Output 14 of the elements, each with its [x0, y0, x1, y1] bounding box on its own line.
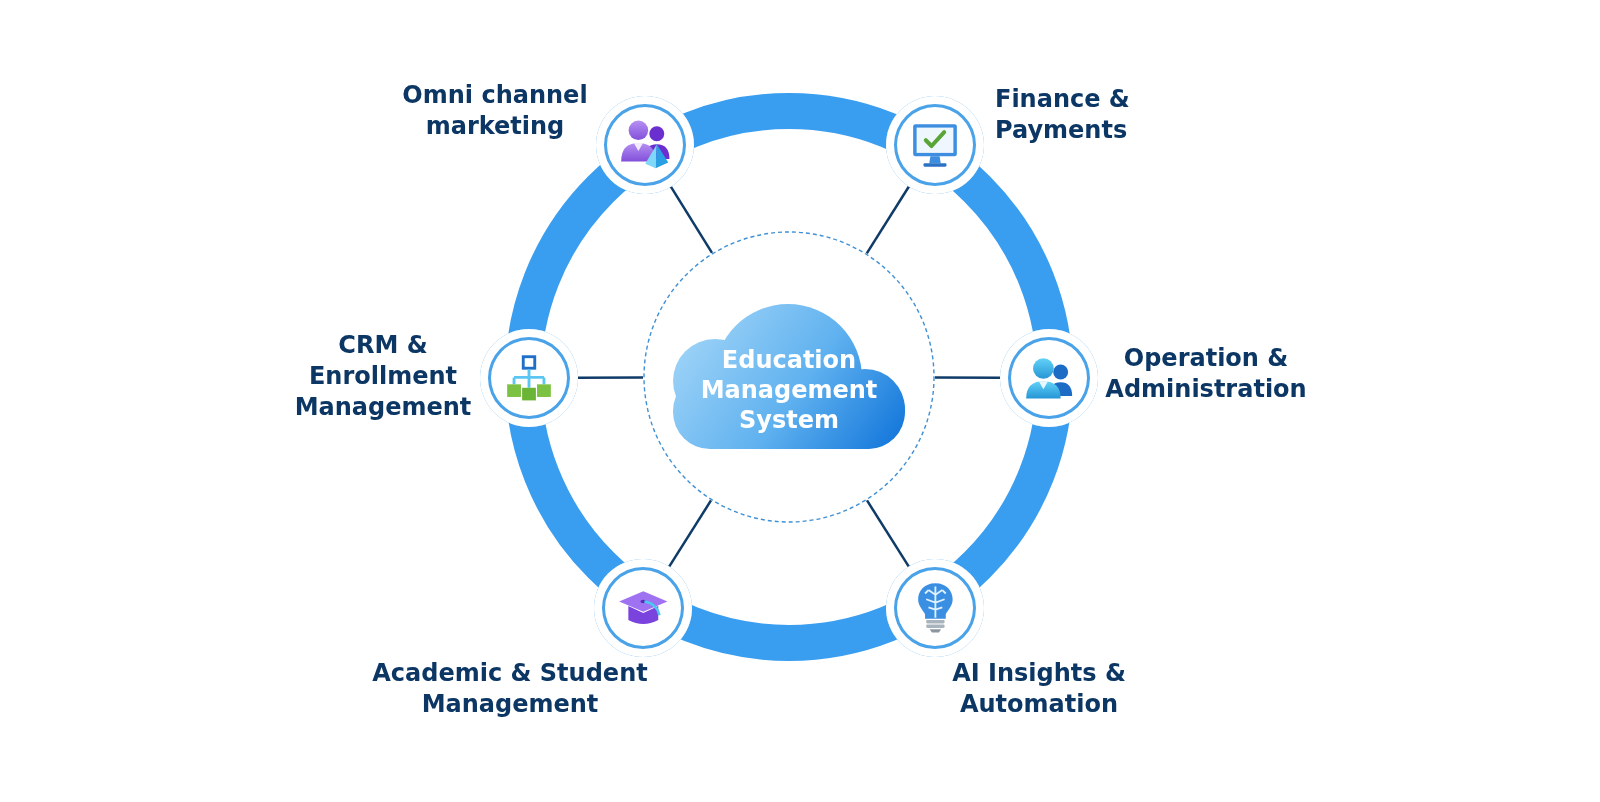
- dashed-circle: [643, 231, 935, 523]
- module-label: Operation & Administration: [1104, 343, 1308, 405]
- module-label: Finance & Payments: [995, 84, 1131, 146]
- module-label: CRM & Enrollment Management: [293, 330, 473, 423]
- hub-title: Education Management System: [699, 345, 879, 435]
- module-label: Academic & Student Management: [371, 658, 649, 720]
- connector-line: [865, 499, 910, 568]
- connector-line: [865, 185, 910, 255]
- module-label: AI Insights & Automation: [951, 658, 1127, 720]
- module-label: Omni channel marketing: [401, 80, 589, 142]
- connector-line: [578, 376, 643, 380]
- connector-line: [668, 499, 713, 568]
- connector-line: [669, 185, 714, 254]
- connector-line: [935, 376, 1000, 380]
